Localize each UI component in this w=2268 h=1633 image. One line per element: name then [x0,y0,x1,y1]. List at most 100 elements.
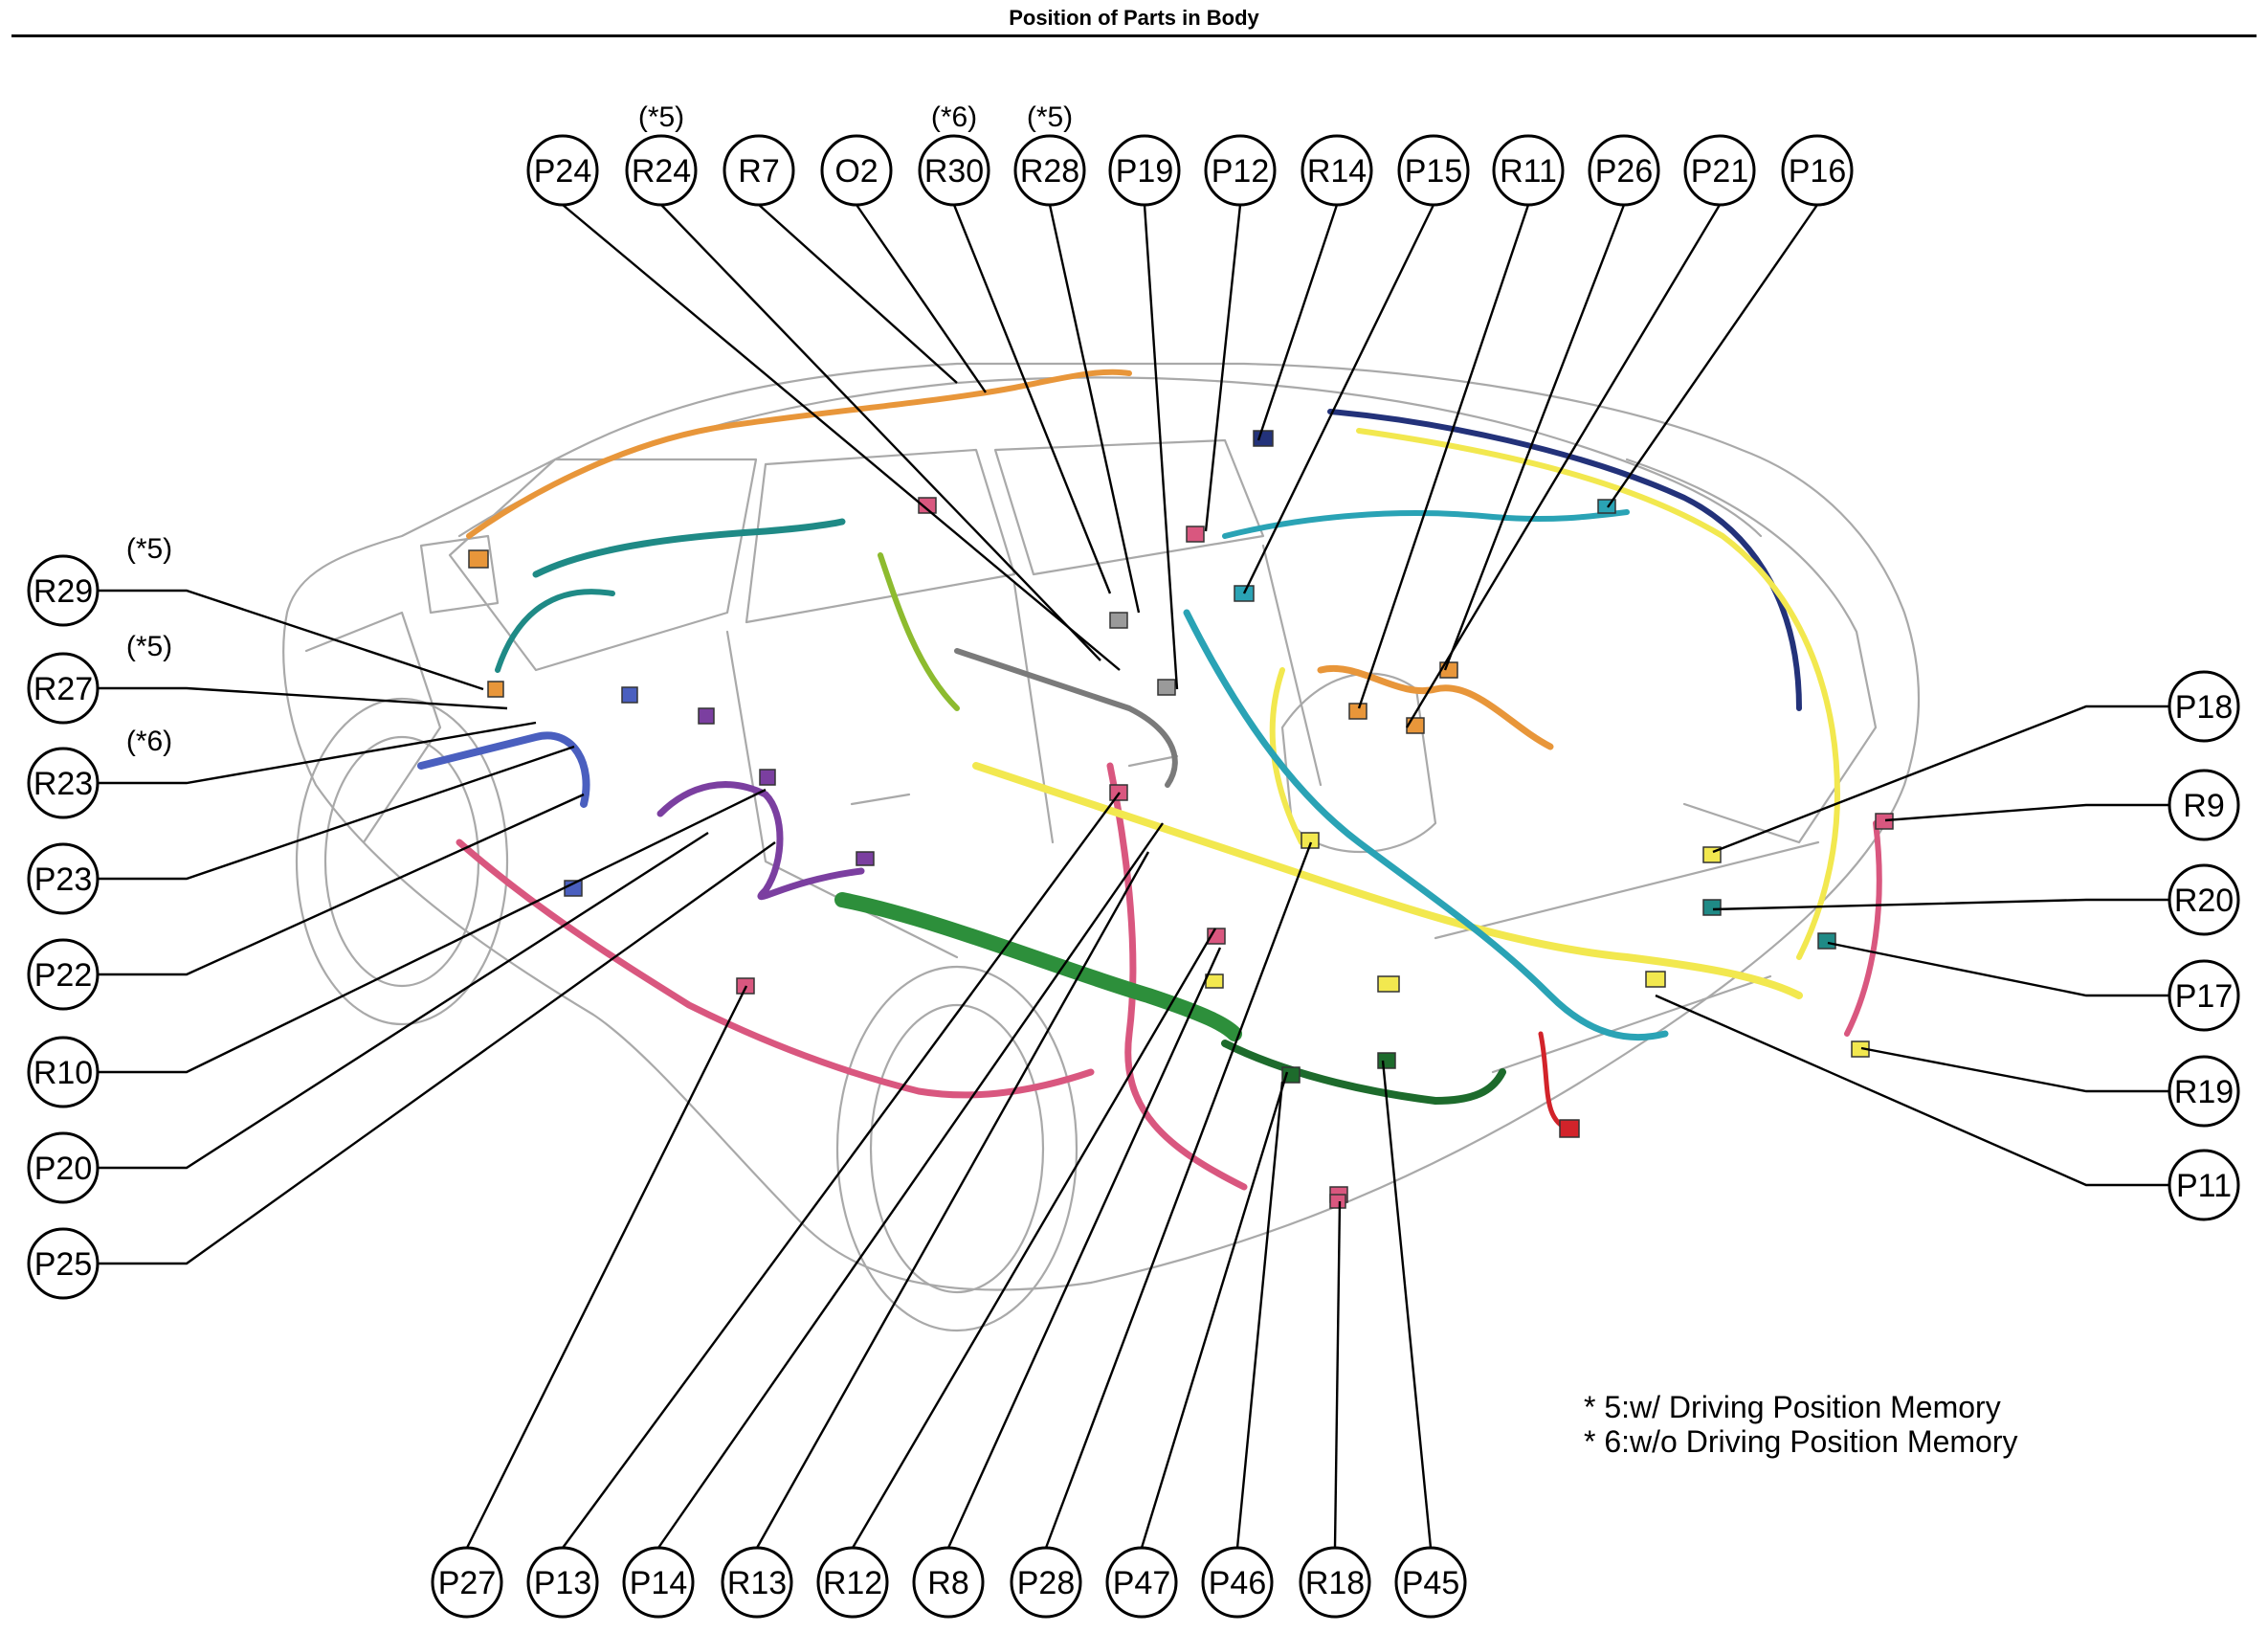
callout-label: P25 [34,1246,93,1283]
callout-label: R12 [823,1565,882,1601]
callout-label: P26 [1595,153,1654,190]
leader-line-r13 [755,851,1150,1549]
callout-label: P21 [1691,153,1749,190]
callout-circle [431,1546,503,1619]
callout-p20: P20 [27,1131,100,1204]
leader-line-p23 [98,745,575,881]
leader-line-p47 [1140,1071,1289,1549]
callout-p12: P12 [1204,134,1277,207]
callout-o2: O2 [820,134,893,207]
callout-label: P22 [34,957,93,994]
leader-line-r14 [1256,204,1339,441]
leader-line-p46 [1235,1081,1284,1549]
page-header: Position of Parts in Body [0,0,2268,40]
callout-circle [27,652,100,725]
callout-note: (*6) [126,726,172,757]
connector [1406,717,1425,734]
callout-circle [622,1546,695,1619]
leader-line-r23 [98,721,537,785]
callout-circle [27,842,100,915]
callout-circle [1013,134,1086,207]
leader-line-p25 [98,841,776,1265]
callout-label: R18 [1305,1565,1365,1601]
front-wheel-arch [295,697,509,1026]
connector [1377,975,1400,993]
callout-r11: R11 [1492,134,1565,207]
callout-circle [1492,134,1565,207]
callout-p46: P46 [1201,1546,1274,1619]
side-mirror [419,534,500,615]
cyan-upper-harness [1222,509,1630,539]
olive-dash-harness [878,552,960,711]
connector [1439,661,1458,679]
callout-label: R10 [33,1055,93,1091]
connector [621,686,638,704]
callout-label: R13 [727,1565,787,1601]
callout-circle [2168,670,2240,743]
connector [1817,932,1836,950]
leader-line-r19 [1860,1046,2169,1093]
connector [1645,971,1666,988]
callout-label: R27 [33,671,93,707]
connector [1205,973,1224,989]
rear-wheel [869,1003,1045,1294]
callout-label: R29 [33,573,93,610]
callout-circle [1299,1546,1371,1619]
callout-note: (*5) [1027,101,1073,133]
callout-p45: P45 [1394,1546,1467,1619]
teal-headliner-harness [532,518,846,578]
callout-r10: R10 [27,1036,100,1108]
header-divider [11,34,2257,37]
leader-line-p45 [1381,1060,1433,1549]
leader-line-p27 [465,985,748,1549]
leader-line-p21 [1405,204,1722,728]
body-silhouette [282,362,1921,1291]
callout-circle [820,134,893,207]
connector [1702,899,1722,916]
leader-line-r27 [98,686,508,710]
leader-line-p14 [657,822,1164,1549]
callout-circle [1683,134,1756,207]
leader-line-r10 [98,788,767,1074]
cargo-floor [1434,840,1820,1074]
callout-label: P18 [2175,689,2234,726]
callout-circle [2168,863,2240,936]
callout-note: (*5) [126,533,172,565]
callout-label: R20 [2174,883,2234,919]
callout-r13: R13 [721,1546,793,1619]
callout-circle [27,747,100,819]
callout-circle [625,134,698,207]
callout-r29: R29 (*5) [27,533,172,627]
callout-p26: P26 [1588,134,1660,207]
callout-circle [2168,1149,2240,1221]
callout-label: P47 [1113,1565,1171,1601]
leader-line-p17 [1827,941,2169,997]
callout-p14: P14 [622,1546,695,1619]
callout-p27: P27 [431,1546,503,1619]
front-wheel [323,735,480,988]
leader-line-r20 [1712,898,2169,911]
cyan-rear-harness [1183,609,1669,1041]
callout-r18: R18 [1299,1546,1371,1619]
callout-circle [723,134,795,207]
callout-circle [918,134,990,207]
callout-label: R30 [924,153,984,190]
callout-r12: R12 [816,1546,889,1619]
callout-label: P15 [1405,153,1463,190]
leader-line-r7 [758,204,958,384]
callout-label: P17 [2175,978,2234,1015]
connector [1109,612,1128,629]
callout-p17: P17 [2168,959,2240,1032]
orange-roof-harness [466,369,1132,539]
callout-circle [27,938,100,1011]
callout-circle [721,1546,793,1619]
side-window-rear [993,438,1265,576]
leader-line-r30 [952,204,1112,594]
leader-line-r12 [851,928,1217,1549]
callout-circle [912,1546,985,1619]
leader-line-r24 [660,204,1101,661]
connector [468,549,489,569]
callout-circle [27,1227,100,1300]
side-window-front [745,448,1016,624]
callout-circle [1781,134,1854,207]
